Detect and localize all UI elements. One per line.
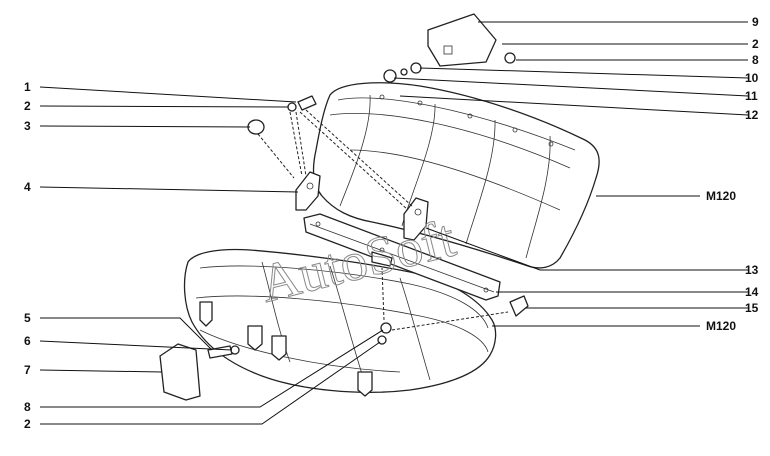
bracket-9 [427, 13, 497, 67]
callout-10: 10 [745, 71, 759, 85]
callout-m120-lower: M120 [706, 319, 736, 333]
assembly-lines [257, 109, 509, 331]
clip-15 [509, 295, 529, 317]
callout-11: 11 [745, 89, 758, 103]
callout-9: 9 [752, 15, 759, 29]
cover-7 [159, 343, 201, 401]
hinge-4 [295, 171, 321, 211]
hinge-13 [403, 197, 429, 241]
washer-2-left [287, 102, 297, 112]
callout-12: 12 [745, 108, 759, 122]
right-leaders [393, 21, 749, 327]
callout-1: 1 [24, 80, 31, 94]
nut-8-bottom [380, 322, 392, 334]
seat-cushion [183, 248, 497, 397]
callout-3: 3 [24, 119, 31, 133]
callout-8-lower: 8 [24, 400, 31, 414]
callout-5: 5 [24, 311, 31, 325]
callout-6: 6 [24, 334, 31, 348]
left-callouts: 1 2 3 4 5 6 7 8 2 [24, 80, 31, 431]
callout-14: 14 [745, 285, 759, 299]
bolt-1 [297, 95, 317, 111]
callout-2-lower: 2 [24, 417, 31, 431]
washer-11 [383, 69, 397, 83]
callout-15: 15 [745, 301, 759, 315]
callout-2-upper: 2 [24, 99, 31, 113]
left-leaders [39, 86, 384, 425]
callout-7: 7 [24, 363, 31, 377]
callout-4: 4 [24, 180, 31, 194]
cap-3 [247, 119, 265, 135]
callout-13: 13 [745, 263, 759, 277]
right-callouts: 9 2 8 10 11 12 M120 13 14 15 M120 [706, 15, 759, 333]
washer-6 [230, 345, 240, 355]
nut-8-top [504, 52, 516, 64]
mounting-bar [303, 213, 501, 301]
washer-10 [410, 62, 422, 74]
callout-m120-upper: M120 [706, 189, 736, 203]
callout-8-right: 8 [752, 53, 759, 67]
callout-2-right: 2 [752, 37, 759, 51]
